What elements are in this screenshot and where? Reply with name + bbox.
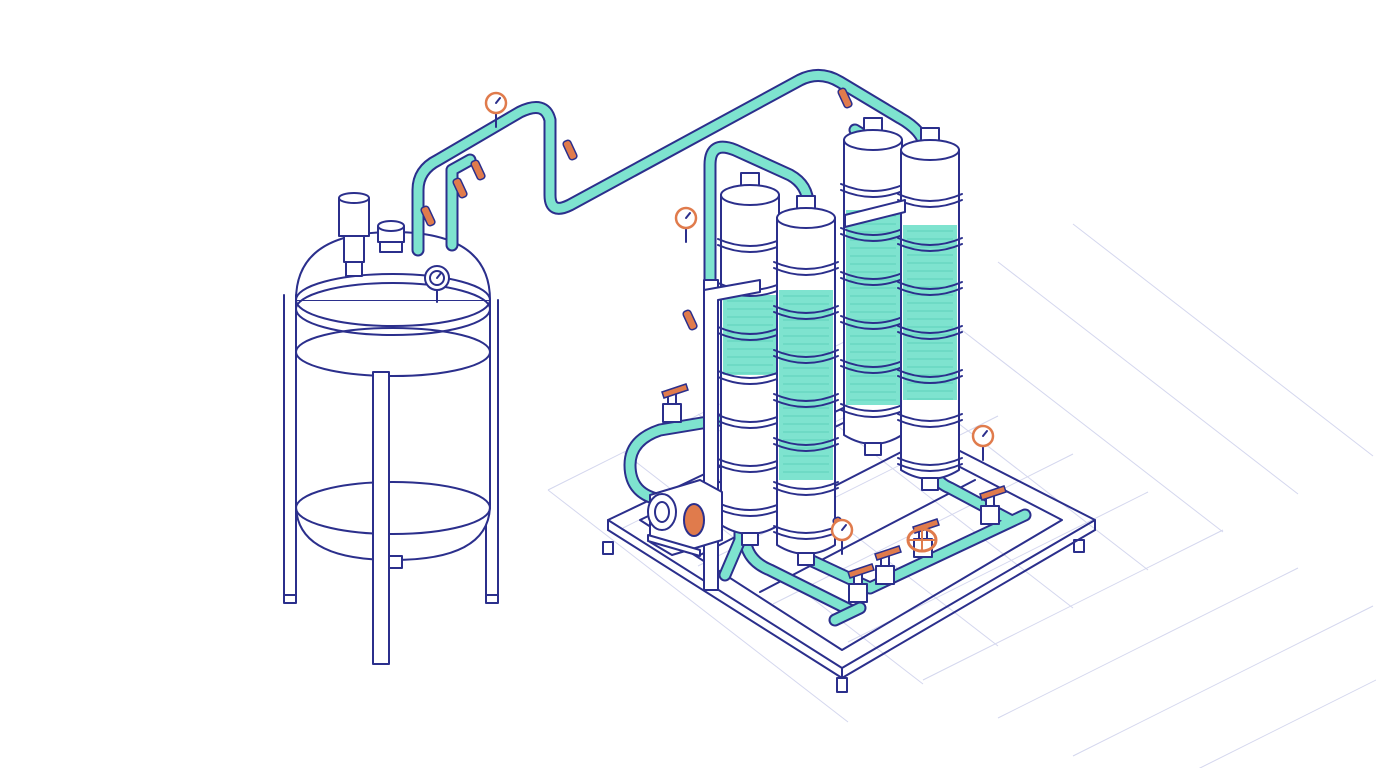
gauge-needle [685,212,691,219]
column-ring [897,281,963,290]
pressure-gauge-icon [830,518,854,555]
skid-foot [602,539,1085,693]
pressure-gauges [484,91,995,555]
column-ring [840,277,906,286]
tank-motor [338,192,370,277]
column-outlet [797,552,815,566]
grid-line [922,529,1224,681]
valve-body [875,565,895,585]
column-ring [773,261,839,270]
tank-pressure-gauge [424,265,450,303]
valve-body [848,583,868,603]
column-outlet [921,477,939,491]
valve-lever [661,383,689,399]
grid-line [1198,679,1376,768]
pipe-clip [452,177,468,199]
column-top [843,129,903,151]
pressure-gauge-icon [674,206,698,243]
column-ring [897,463,963,472]
valve-handle-icon [874,545,902,585]
valve-handle-icon [661,383,689,423]
column-top [720,184,780,206]
filter-column [897,127,963,491]
column-ring [773,481,839,490]
grid-line [922,299,1224,533]
valve-handle-icon [847,563,875,603]
column-ring [840,271,906,280]
handwheel-valve-icon [906,527,938,553]
grid-line [997,261,1299,495]
pressure-gauge-icon [484,91,508,128]
column-ring [773,355,839,364]
valve-body [662,403,682,423]
column-ring [897,193,963,202]
column-ring [897,237,963,246]
column-ring [773,311,839,320]
column-ring [840,365,906,374]
column-ring [897,375,963,384]
column-fluid [903,225,957,400]
column-ring [773,349,839,358]
gauge-needle [495,97,501,104]
column-ring [897,325,963,334]
column-ring [840,403,906,412]
column-top [776,207,836,229]
valve-lever [979,485,1007,501]
column-ring [840,183,906,192]
gauge-needle [982,430,988,437]
valve-handle-icon [979,485,1007,525]
column-ring [897,369,963,378]
filter-columns [717,117,963,566]
column-ring [840,409,906,418]
column-outlet [864,442,882,456]
valve-lever [874,545,902,561]
column-ring [897,419,963,428]
column-ring [897,413,963,422]
column-ring [840,315,906,324]
column-top [900,139,960,161]
pipe-clip [420,205,436,227]
column-ring [897,287,963,296]
column-ring [840,189,906,198]
filter-column [840,117,906,456]
storage-tank [283,192,499,665]
pipe-clip [682,309,698,331]
column-outlet [741,532,759,546]
column-ring [897,331,963,340]
grid-line [1072,605,1374,757]
pipe-clip [562,139,578,161]
column-ring [840,321,906,330]
valves [420,87,1007,603]
column-ring [840,233,906,242]
pressure-gauge-icon [971,424,995,461]
column-ring [773,487,839,496]
filter-column [717,172,783,546]
grid-line [997,567,1299,719]
column-ring [840,227,906,236]
pipe-clip [837,87,853,109]
valve-lever [847,563,875,579]
column-ring [773,393,839,402]
column-ring [773,443,839,452]
pipe-clip [470,159,486,181]
pump [647,479,723,557]
column-ring [897,457,963,466]
valve-body [980,505,1000,525]
tank-port [377,220,405,253]
column-ring [773,305,839,314]
filter-column [773,195,839,566]
gauge-needle [841,524,847,531]
column-ring [773,437,839,446]
column-ring [897,243,963,252]
column-ring [773,267,839,276]
grid-line [1072,223,1374,457]
column-ring [840,359,906,368]
column-ring [773,399,839,408]
grid-line [547,489,849,723]
